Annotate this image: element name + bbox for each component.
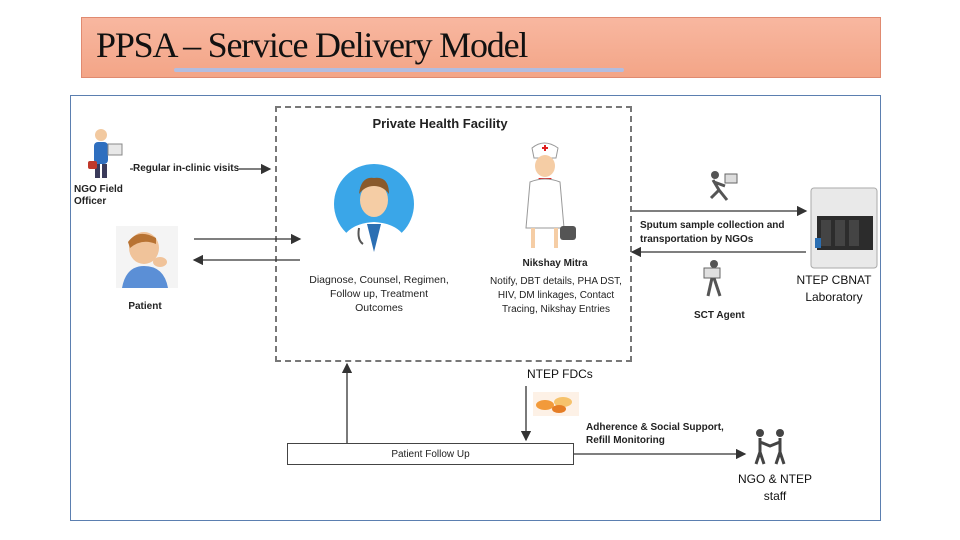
- sct-agent-icon: [703, 260, 722, 297]
- nurse-caption: Notify, DBT details, PHA DST, HIV, DM li…: [490, 276, 622, 315]
- private-health-facility-box: [275, 106, 632, 362]
- field-officer-icon: [88, 129, 123, 178]
- page-title: PPSA – Service Delivery Model: [96, 25, 528, 65]
- courier-icon: [709, 171, 738, 201]
- sputum-label: Sputum sample collection and transportat…: [640, 219, 810, 247]
- pills-icon: [533, 392, 579, 416]
- fdc-label: NTEP FDCs: [527, 367, 607, 381]
- title-bar: [81, 17, 881, 78]
- patient-label: Patient: [128, 301, 162, 312]
- clinic-visits-label: Regular in-clinic visits: [133, 162, 240, 176]
- nurse-icon: [525, 142, 576, 248]
- lab-machine-icon: [810, 187, 878, 269]
- diagram-frame: [70, 95, 881, 521]
- doctor-caption: Diagnose, Counsel, Regimen, Follow up, T…: [309, 274, 449, 314]
- lab-label: NTEP CBNAT Laboratory: [791, 272, 877, 306]
- facility-title: Private Health Facility: [372, 116, 508, 131]
- field-officer-label: NGO Field Officer: [74, 184, 123, 207]
- staff-icon: [754, 429, 786, 465]
- sct-agent-label: SCT Agent: [694, 310, 745, 321]
- patient-followup-box: Patient Follow Up: [287, 443, 574, 465]
- staff-label: NGO & NTEP staff: [737, 472, 812, 503]
- adherence-label: Adherence & Social Support, Refill Monit…: [586, 422, 724, 446]
- title-underline: [174, 68, 624, 72]
- doctor-icon: [334, 164, 414, 252]
- patient-icon: [116, 226, 178, 288]
- nurse-name: Nikshay Mitra: [522, 258, 588, 269]
